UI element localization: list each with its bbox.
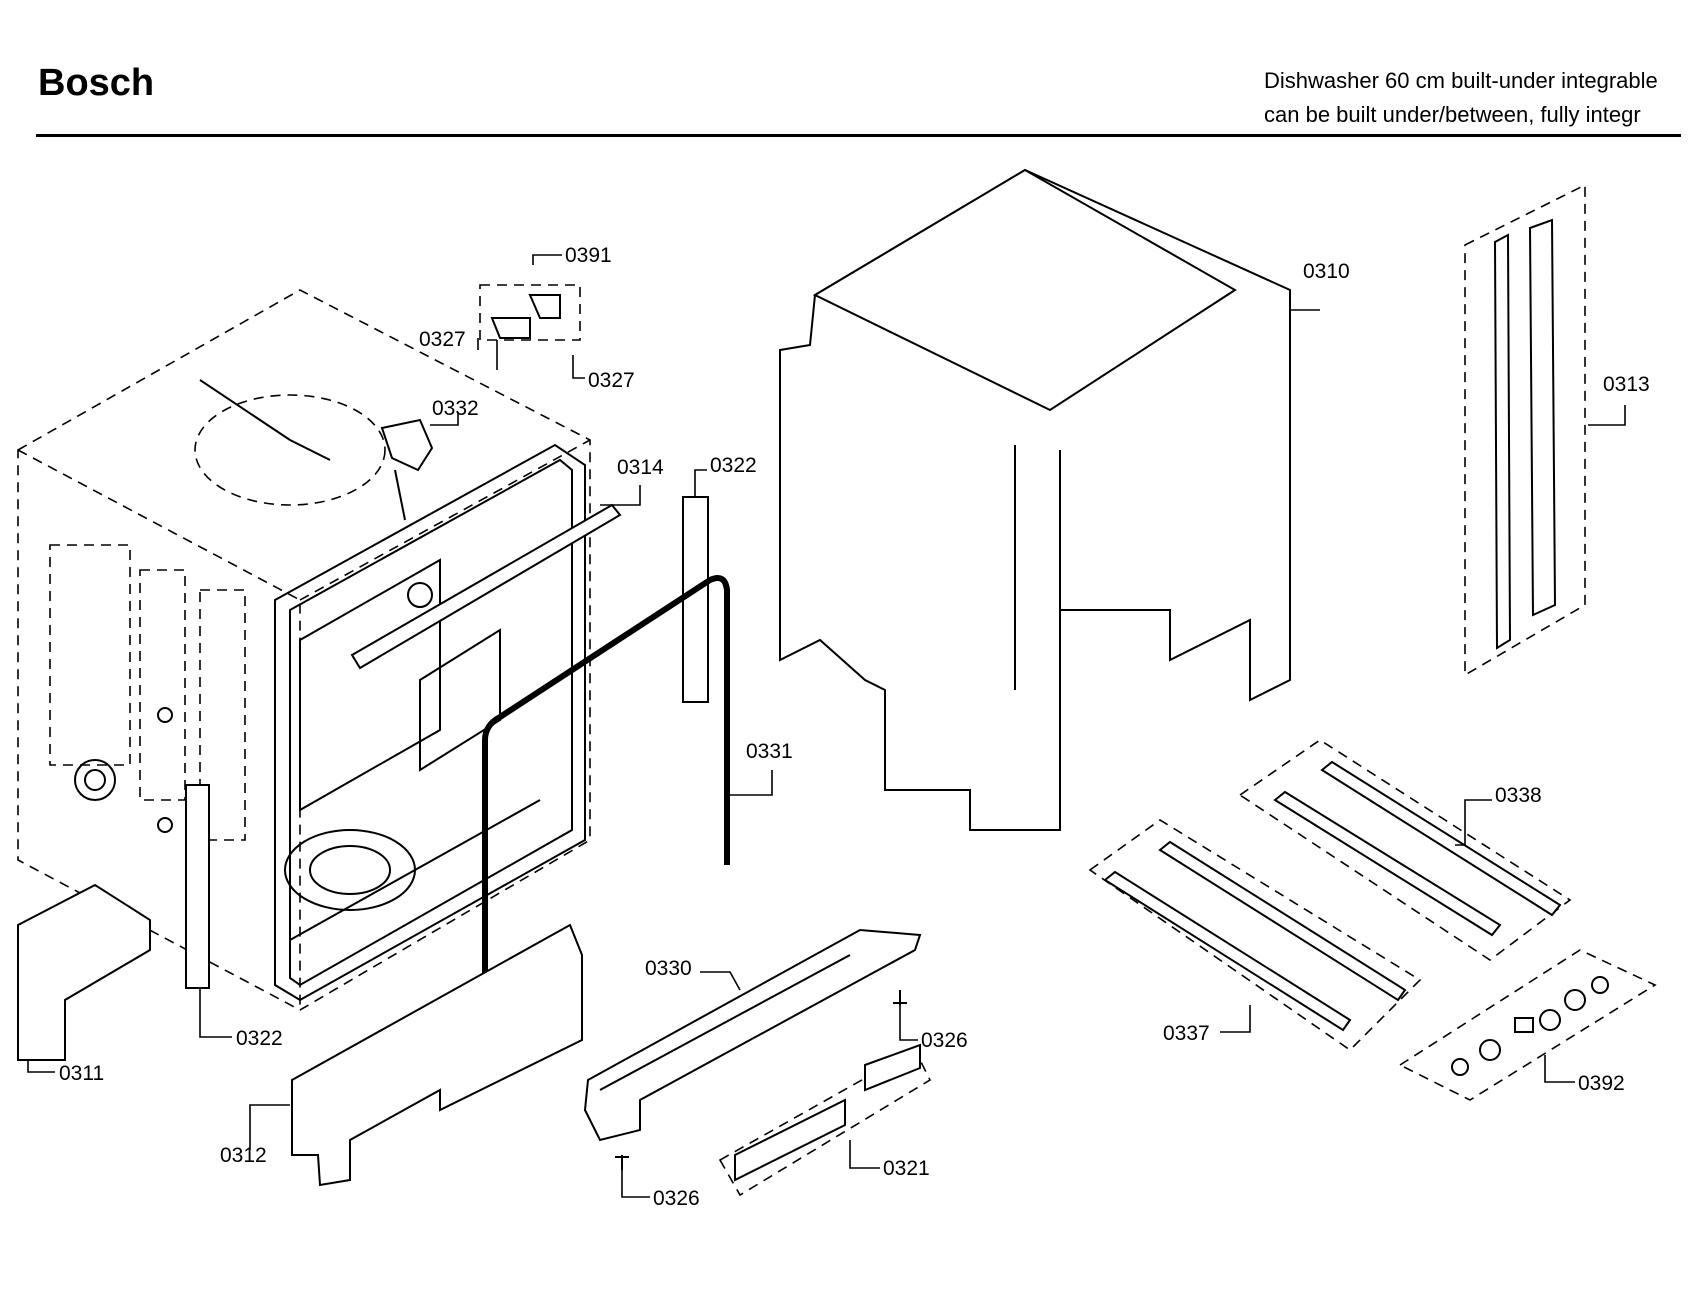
rail-kit-0337 <box>1088 819 1422 1052</box>
label-0310: 0310 <box>1303 260 1350 283</box>
label-0326-left: 0326 <box>653 1187 700 1210</box>
rail-0314 <box>350 503 622 670</box>
dishwasher-tub-frame <box>17 289 591 1011</box>
cover-0310 <box>779 168 1291 831</box>
label-0391: 0391 <box>565 244 612 267</box>
label-0327-right: 0327 <box>588 369 635 392</box>
side-trim-0313 <box>1464 183 1586 677</box>
model-description-line2: can be built under/between, fully integr <box>1264 102 1641 127</box>
pad-0322-left <box>185 784 210 989</box>
label-0314: 0314 <box>617 456 664 479</box>
part-labels: 0391 0327 0327 0332 0314 0322 0331 0310 … <box>59 244 1650 1210</box>
label-0332: 0332 <box>432 397 479 420</box>
label-0331: 0331 <box>746 740 793 763</box>
pad-0322-right <box>682 496 709 703</box>
model-description-line1: Dishwasher 60 cm built-under integrable <box>1264 68 1658 93</box>
label-0326-right: 0326 <box>921 1029 968 1052</box>
label-0312: 0312 <box>220 1144 267 1167</box>
cover-0330 <box>583 928 922 1142</box>
screw-0326-left <box>615 1155 629 1170</box>
pad-kit-0321 <box>718 1043 932 1197</box>
label-0330: 0330 <box>645 957 692 980</box>
label-0322-top: 0322 <box>710 454 757 477</box>
hinge-kit-0391 <box>479 284 581 341</box>
label-0322-bottom: 0322 <box>236 1027 283 1050</box>
label-0327-left: 0327 <box>419 328 466 351</box>
label-0338: 0338 <box>1495 784 1542 807</box>
leader-lines <box>27 254 1626 1198</box>
label-0337: 0337 <box>1163 1022 1210 1045</box>
insulation-0312 <box>291 923 583 1187</box>
label-0321: 0321 <box>883 1157 930 1180</box>
label-0392: 0392 <box>1578 1072 1625 1095</box>
model-description: Dishwasher 60 cm built-under integrable … <box>1264 64 1658 132</box>
screw-0326-right <box>893 990 907 1005</box>
rail-kit-0338 <box>1238 739 1572 961</box>
hinge-bracket-0332 <box>380 418 434 521</box>
insulation-0311 <box>17 883 151 1061</box>
label-0313: 0313 <box>1603 373 1650 396</box>
brand-title: Bosch <box>38 62 155 104</box>
roller-kit-0392 <box>1398 949 1657 1101</box>
header-rule <box>36 134 1681 137</box>
door-seal-0331 <box>482 575 730 1010</box>
label-0311: 0311 <box>59 1062 104 1085</box>
